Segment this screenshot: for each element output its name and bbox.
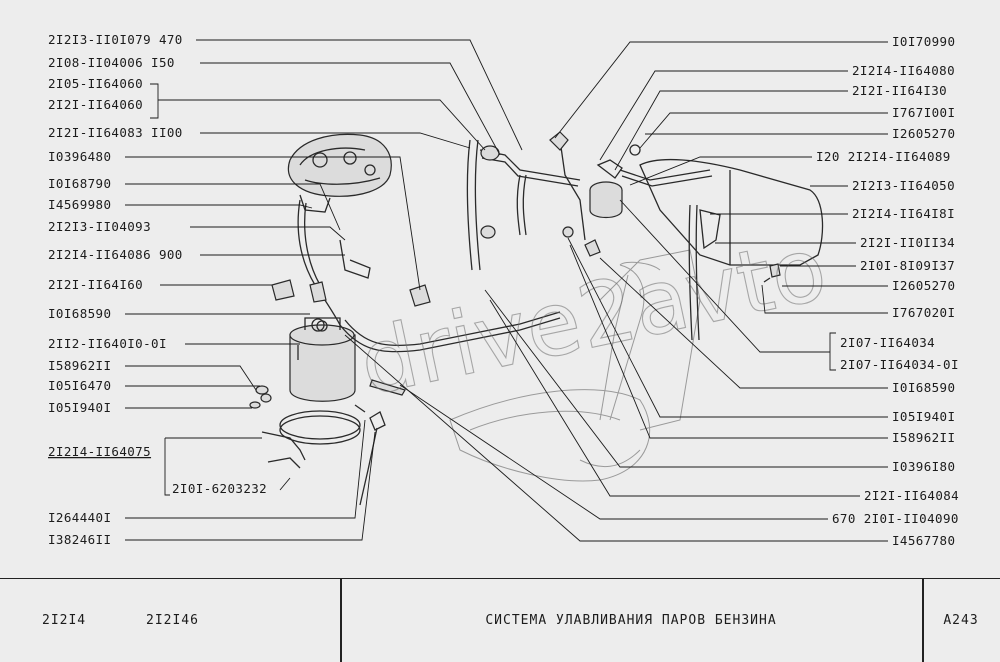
- carburetor-assembly: [287, 133, 392, 213]
- separator-valve: [480, 131, 641, 257]
- drawing-title: СИСТЕМА УЛАВЛИВАНИЯ ПАРОВ БЕНЗИНА: [485, 613, 777, 628]
- part-label: 2I2I4-II64086 900: [48, 247, 183, 262]
- part-label: 2I08-II04006 I50: [48, 55, 175, 70]
- title-block-divider: [340, 579, 342, 662]
- part-label: 2II2-II640I0-0I: [48, 336, 167, 351]
- part-label: I0I68590: [892, 380, 955, 395]
- part-label: 2I2I-II64083 II00: [48, 125, 183, 140]
- part-label: 2I2I-II64084: [864, 488, 959, 503]
- part-label: 2I2I3-II64050: [852, 178, 955, 193]
- leader-lines-left: [125, 39, 523, 541]
- part-label: 2I07-II64034: [840, 335, 935, 350]
- part-label: I05I6470: [48, 378, 111, 393]
- part-label: I58962II: [48, 358, 111, 373]
- part-label: 2I2I4-II64080: [852, 63, 955, 78]
- part-label: I20 2I2I4-II64089: [816, 149, 951, 164]
- title-block: 2I2I4 2I2I46 СИСТЕМА УЛАВЛИВАНИЯ ПАРОВ Б…: [0, 578, 1000, 662]
- part-label: I05I940I: [892, 409, 955, 424]
- part-label: 2I2I-II64I60: [48, 277, 143, 292]
- part-label: 2I2I4-II64075: [48, 444, 151, 459]
- part-label: I0396I80: [892, 459, 955, 474]
- part-label: I767I00I: [892, 105, 955, 120]
- part-label: I2605270: [892, 126, 955, 141]
- part-label: I2605270: [892, 278, 955, 293]
- part-label: I0I70990: [892, 34, 955, 49]
- part-label: 2I2I3-II04093: [48, 219, 151, 234]
- vapour-hoses: [297, 139, 713, 353]
- part-label: 2I2I4-II64I8I: [852, 206, 955, 221]
- vehicle-body-outline: [449, 249, 701, 482]
- model-number-2: 2I2I46: [146, 613, 199, 628]
- part-label: 2I2I-II0II34: [860, 235, 955, 250]
- part-label: 2I2I-II64I30: [852, 83, 947, 98]
- part-label: 2I0I-6203232: [172, 481, 267, 496]
- hose-clamps: [271, 279, 431, 332]
- part-label: I264440I: [48, 510, 111, 525]
- part-label: I58962II: [892, 430, 955, 445]
- part-label: I767020I: [892, 305, 955, 320]
- adsorber-canister: [289, 317, 356, 402]
- part-label: I0I68590: [48, 306, 111, 321]
- right-labels: I0I70990 2I2I4-II64080 2I2I-II64I30 I767…: [816, 34, 959, 548]
- part-label: I05I940I: [48, 400, 111, 415]
- part-label: 2I2I3-II0I079 470: [48, 32, 183, 47]
- part-label: I4569980: [48, 197, 111, 212]
- part-label: 670 2I0I-II04090: [832, 511, 959, 526]
- part-label: 2I0I-8I09I37: [860, 258, 955, 273]
- part-label: 2I07-II64034-0I: [840, 357, 959, 372]
- part-label: I0I68790: [48, 176, 111, 191]
- part-label: I38246II: [48, 532, 111, 547]
- part-label: 2I2I-II64060: [48, 97, 143, 112]
- canister-bracket: [261, 404, 366, 469]
- sheet-number: A243: [943, 613, 979, 628]
- left-labels: 2I2I3-II0I079 470 2I08-II04006 I50 2I05-…: [48, 32, 267, 547]
- part-label: 2I05-II64060: [48, 76, 143, 91]
- title-block-divider: [922, 579, 924, 662]
- fuel-tank: [639, 158, 824, 283]
- part-label: I0396480: [48, 149, 111, 164]
- model-number-1: 2I2I4: [42, 613, 87, 628]
- part-label: I4567780: [892, 533, 955, 548]
- leader-lines-right: [344, 41, 888, 542]
